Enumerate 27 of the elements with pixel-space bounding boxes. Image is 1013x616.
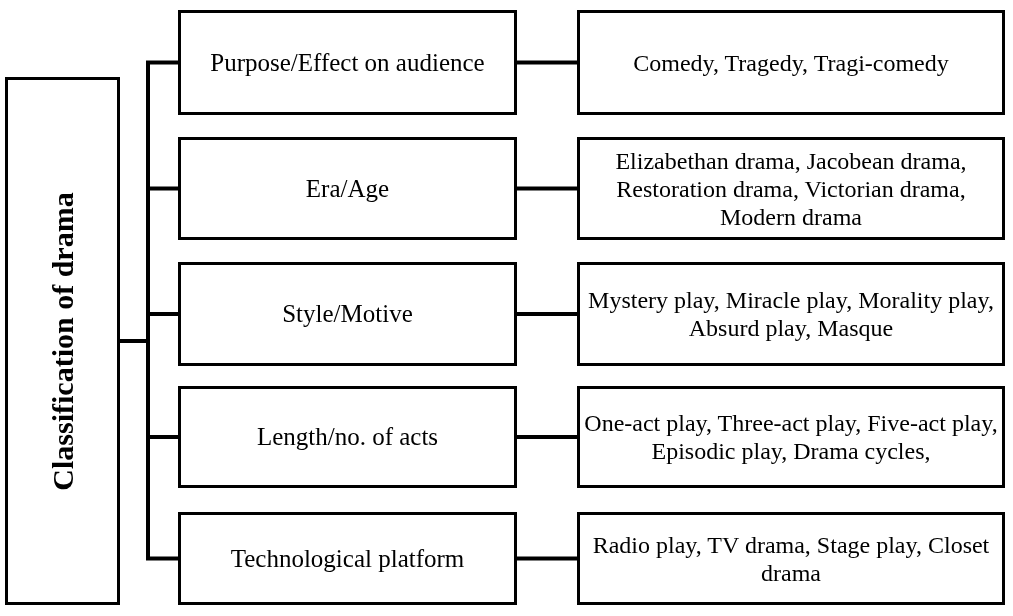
- examples-text: One-act play, Three-act play, Five-act play, Episodic play, Drama cycles,: [584, 409, 998, 465]
- examples-text: Radio play, TV drama, Stage play, Closet drama: [591, 530, 991, 587]
- category-label: Purpose/Effect on audience: [210, 47, 485, 78]
- connector-line: [517, 186, 577, 191]
- examples-text: Comedy, Tragedy, Tragi-comedy: [633, 48, 949, 77]
- connector-line: [517, 435, 577, 439]
- examples-box: [577, 512, 1005, 605]
- examples-box: [577, 386, 1005, 488]
- examples-box: [577, 10, 1005, 115]
- examples-text: Elizabethan drama, Jacobean drama, Restoration drama, Victorian drama, Modern drama: [614, 146, 968, 231]
- category-box: [178, 386, 517, 488]
- connector-line: [517, 312, 577, 316]
- examples-text: Mystery play, Miracle play, Morality play, Absurd play, Masque: [587, 286, 995, 342]
- category-box: [178, 10, 517, 115]
- category-box: [178, 512, 517, 605]
- category-label: Era/Age: [305, 173, 390, 204]
- title-box: [5, 77, 120, 605]
- title-text: Classification of drama: [45, 191, 80, 491]
- examples-box: [577, 137, 1005, 240]
- category-label: Technological platform: [230, 543, 465, 574]
- connector-line: [517, 60, 577, 65]
- category-label: Style/Motive: [282, 299, 413, 329]
- examples-box: [577, 262, 1005, 366]
- connector-line: [517, 556, 577, 561]
- category-label: Length/no. of acts: [256, 422, 439, 452]
- category-box: [178, 262, 517, 366]
- category-box: [178, 137, 517, 240]
